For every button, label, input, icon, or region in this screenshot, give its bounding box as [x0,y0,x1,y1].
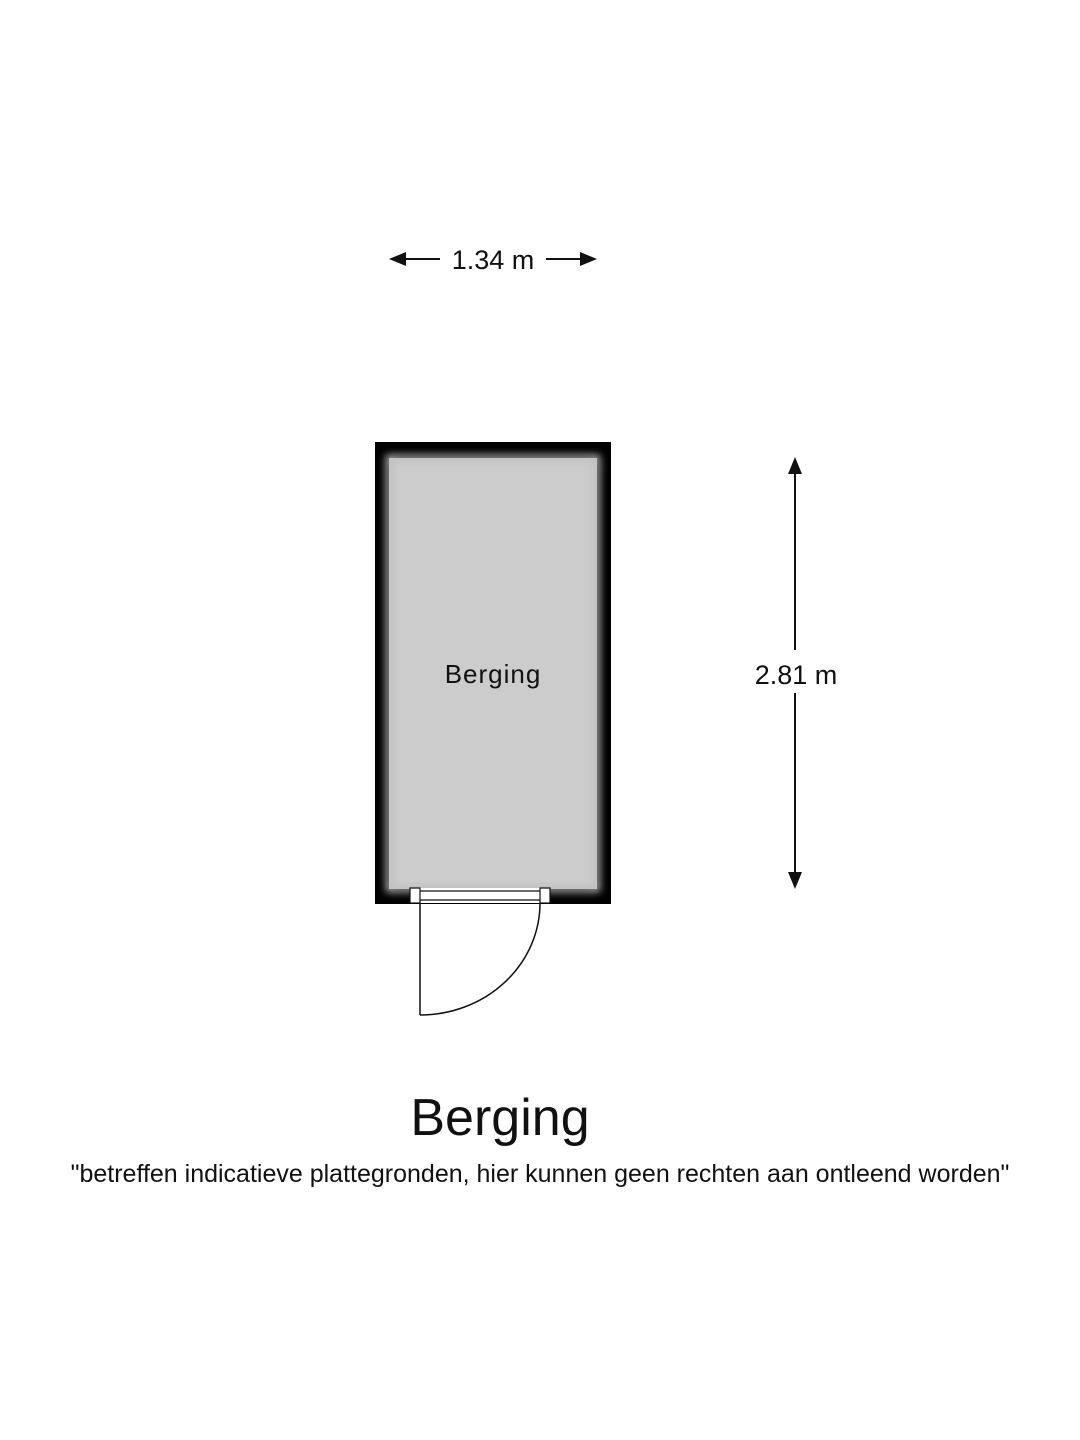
room-floor [389,458,597,889]
height-dimension: 2.81 m [755,457,838,889]
disclaimer-text: "betreffen indicatieve plattegronden, hi… [70,1160,1010,1188]
width-dimension: 1.34 m [389,245,597,275]
room-berging: Berging [375,442,611,904]
height-dimension-label: 2.81 m [755,660,838,690]
width-dimension-label: 1.34 m [452,245,535,275]
door-swing [419,902,541,1016]
door-opening [410,888,550,903]
room-label: Berging [445,659,542,689]
plan-title: Berging [410,1089,590,1147]
